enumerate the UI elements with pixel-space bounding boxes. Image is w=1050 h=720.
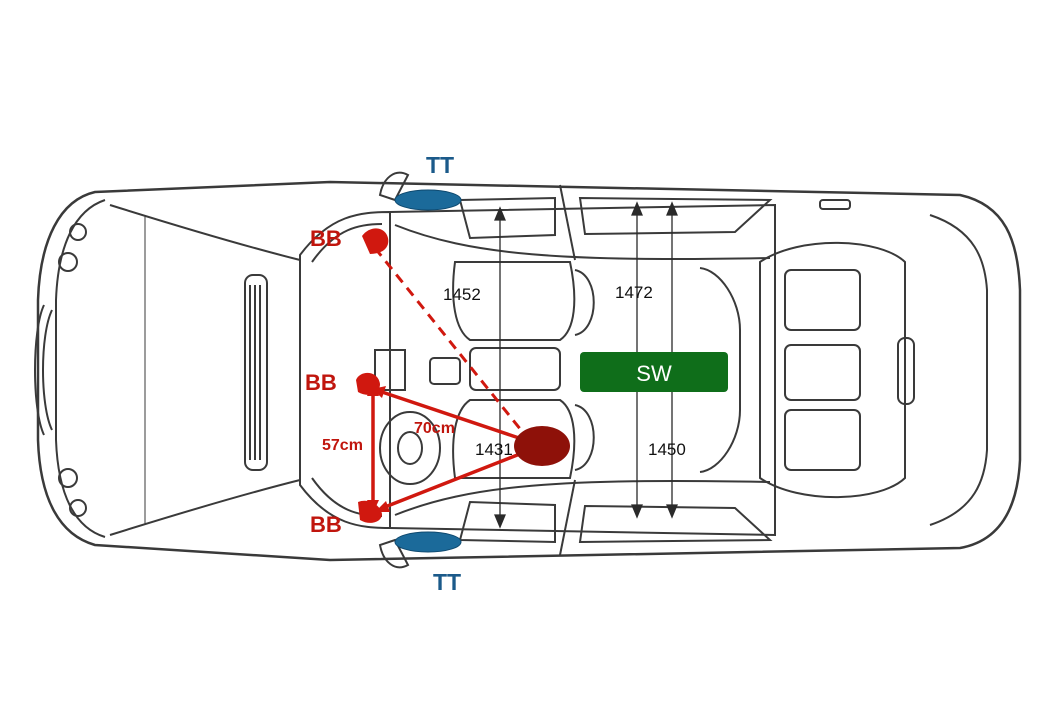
tweeter-top-marker: [394, 189, 462, 211]
bass-mid-label: BB: [305, 370, 337, 395]
subwoofer-box: [580, 352, 728, 392]
bass-bottom-marker: [358, 500, 382, 523]
bass-top-label: BB: [310, 226, 342, 251]
measurement-labels: 1452 1472 1431 1450: [443, 283, 686, 459]
tweeter-top-label: TT: [426, 152, 454, 178]
distance-70-label: 70cm: [414, 420, 455, 437]
bass-mid-marker: [356, 372, 380, 395]
measurement-front-upper: 1452: [443, 285, 481, 304]
distance-57-label: 57cm: [322, 437, 363, 454]
bass-top-marker: [362, 228, 389, 254]
dashed-line-bb-top-listener: [373, 247, 527, 436]
subwoofer-label: SW: [636, 361, 672, 386]
line-70cm-lower: [384, 450, 526, 509]
measurement-rear-upper: 1472: [615, 283, 653, 302]
tweeter-bottom-label: TT: [433, 569, 461, 595]
bass-bottom-label: BB: [310, 512, 342, 537]
measurement-front-lower: 1431: [475, 440, 513, 459]
listener-position-marker: [514, 426, 570, 466]
measurement-rear-lower: 1450: [648, 440, 686, 459]
line-70cm-upper: [381, 390, 526, 442]
tweeter-bottom-marker: [394, 531, 462, 553]
car-outline: [34, 171, 1022, 569]
